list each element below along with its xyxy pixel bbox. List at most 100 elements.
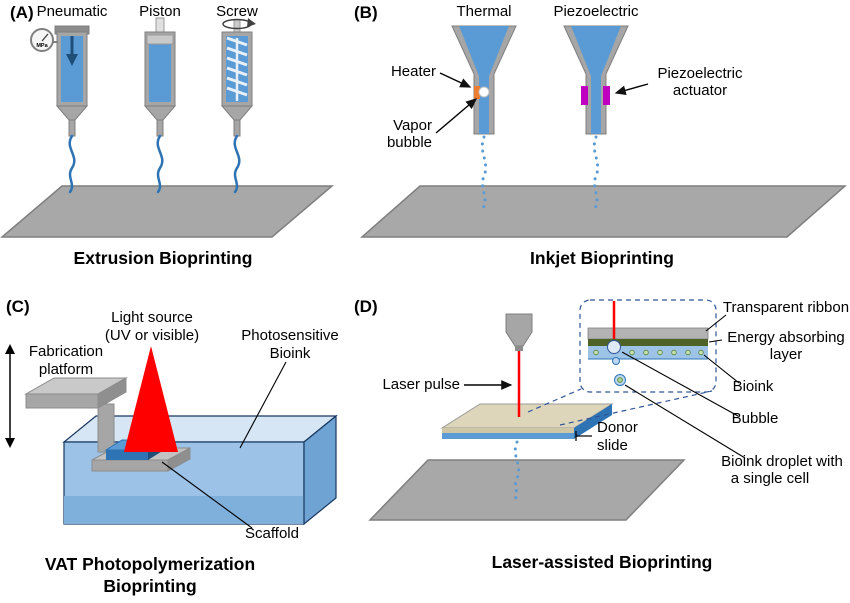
label-energy-1: Energy absorbing <box>727 329 845 346</box>
piston-syringe <box>143 17 177 194</box>
label-scaffold: Scaffold <box>245 525 299 542</box>
vat-side <box>303 414 337 526</box>
label-bioink: Bioink <box>733 378 774 395</box>
donor-slide <box>440 403 614 439</box>
screw-shaft <box>233 19 241 33</box>
printhead-bioink <box>459 26 509 134</box>
scaffold-front <box>106 450 148 460</box>
panel-c-title-2: Bioprinting <box>103 576 196 596</box>
label-light-2: (UV or visible) <box>105 327 199 344</box>
gauge-needle <box>41 33 49 42</box>
panel-c-tag: (C) <box>6 297 30 316</box>
label-droplet-2: a single cell <box>731 470 809 487</box>
panel-c-vat: (C) Light source (UV or visible) Photose… <box>5 297 339 596</box>
label-piston: Piston <box>139 3 181 20</box>
panel-a-extrusion: (A) Pneumatic Piston Screw MPa <box>0 3 335 268</box>
label-donor-2: slide <box>597 437 628 454</box>
label-fab-2: platform <box>39 361 93 378</box>
print-platform-d <box>368 459 686 521</box>
laser-tip <box>515 346 523 351</box>
heater-pointer-arrow <box>439 72 472 88</box>
droplet-neck <box>612 357 620 365</box>
label-droplet-1: Bioink droplet with <box>721 453 843 470</box>
label-light-1: Light source <box>111 309 193 326</box>
panel-b-inkjet: (B) Thermal Piezoelectric Heater Vapor b… <box>354 3 847 268</box>
slide-side <box>574 404 612 439</box>
screw-thread <box>226 86 248 97</box>
droplet-pointer <box>624 384 746 459</box>
print-platform-b <box>360 185 847 238</box>
slide-front-glass <box>442 428 574 433</box>
bioink-pointer <box>703 354 740 384</box>
syringe-nozzle <box>233 119 241 137</box>
gauge-unit: MPa <box>36 43 48 49</box>
cell <box>593 349 599 356</box>
panel-d-tag: (D) <box>354 297 378 316</box>
single-cell <box>617 377 623 383</box>
label-laser-pulse: Laser pulse <box>382 376 460 393</box>
syringe-bioink <box>149 44 171 102</box>
label-actuator-1: Piezoelectric <box>657 65 743 82</box>
transparent-ribbon-layer <box>587 327 709 340</box>
vapor-bubble <box>478 86 490 98</box>
pneumatic-syringe: MPa <box>30 25 90 194</box>
vapor-pointer-arrow <box>435 98 478 134</box>
scaffold-pointer-line <box>161 461 253 529</box>
panel-b-title: Inkjet Bioprinting <box>530 248 674 268</box>
ribbon-pointer <box>705 314 727 332</box>
label-piezoelectric-head: Piezoelectric <box>553 3 639 20</box>
label-photo-2: Bioink <box>270 345 311 362</box>
cell <box>685 349 691 356</box>
laser-head <box>505 313 533 347</box>
screw-thread <box>226 76 248 87</box>
cell <box>629 349 635 356</box>
label-pneumatic: Pneumatic <box>37 3 108 20</box>
thermal-printhead <box>451 25 517 210</box>
photo-pointer-line <box>239 361 287 449</box>
panel-a-tag: (A) <box>10 3 34 22</box>
platform-post <box>97 403 115 453</box>
piezo-actuator-right <box>603 86 610 105</box>
slide-front-bioink <box>442 433 574 439</box>
motion-arrowhead-down <box>5 438 15 448</box>
inset-border <box>579 299 717 393</box>
syringe-taper <box>143 105 177 121</box>
label-donor-1: Donor <box>597 419 638 436</box>
cell <box>698 349 704 356</box>
screw-thread <box>226 46 248 57</box>
extruded-filament <box>68 134 76 194</box>
label-vapor-1: Vapor <box>393 117 432 134</box>
syringe-nozzle <box>68 119 76 137</box>
print-platform-a <box>0 185 335 238</box>
screw-thread <box>226 36 248 47</box>
energy-pointer <box>708 339 723 343</box>
label-energy-2: layer <box>770 346 803 363</box>
panel-b-tag: (B) <box>354 3 378 22</box>
motion-arrowhead-up <box>5 344 15 354</box>
stage-front <box>91 459 169 472</box>
cell <box>643 349 649 356</box>
zoom-connector-left <box>527 388 582 413</box>
bubble-pointer <box>621 351 739 417</box>
panel-d-laser: (D) Laser pulse Donor slide <box>354 297 849 572</box>
piston-head <box>146 34 174 45</box>
zoom-inset <box>579 299 717 393</box>
label-ribbon: Transparent ribbon <box>723 299 849 316</box>
label-fab-1: Fabrication <box>29 343 103 360</box>
screw-thread <box>226 66 248 77</box>
syringe-taper <box>55 105 89 121</box>
extruded-filament <box>233 134 241 194</box>
cell <box>671 349 677 356</box>
stage-side <box>167 447 191 472</box>
energy-absorbing-layer <box>588 339 708 346</box>
label-heater: Heater <box>391 63 436 80</box>
fabrication-platform <box>24 377 128 453</box>
syringe-taper <box>220 105 254 121</box>
cell <box>657 349 663 356</box>
extruded-filament <box>156 134 164 194</box>
screw-syringe <box>220 18 256 194</box>
label-vapor-2: bubble <box>387 134 432 151</box>
piezoelectric-printhead <box>563 25 629 210</box>
bioink-depth <box>64 496 304 524</box>
